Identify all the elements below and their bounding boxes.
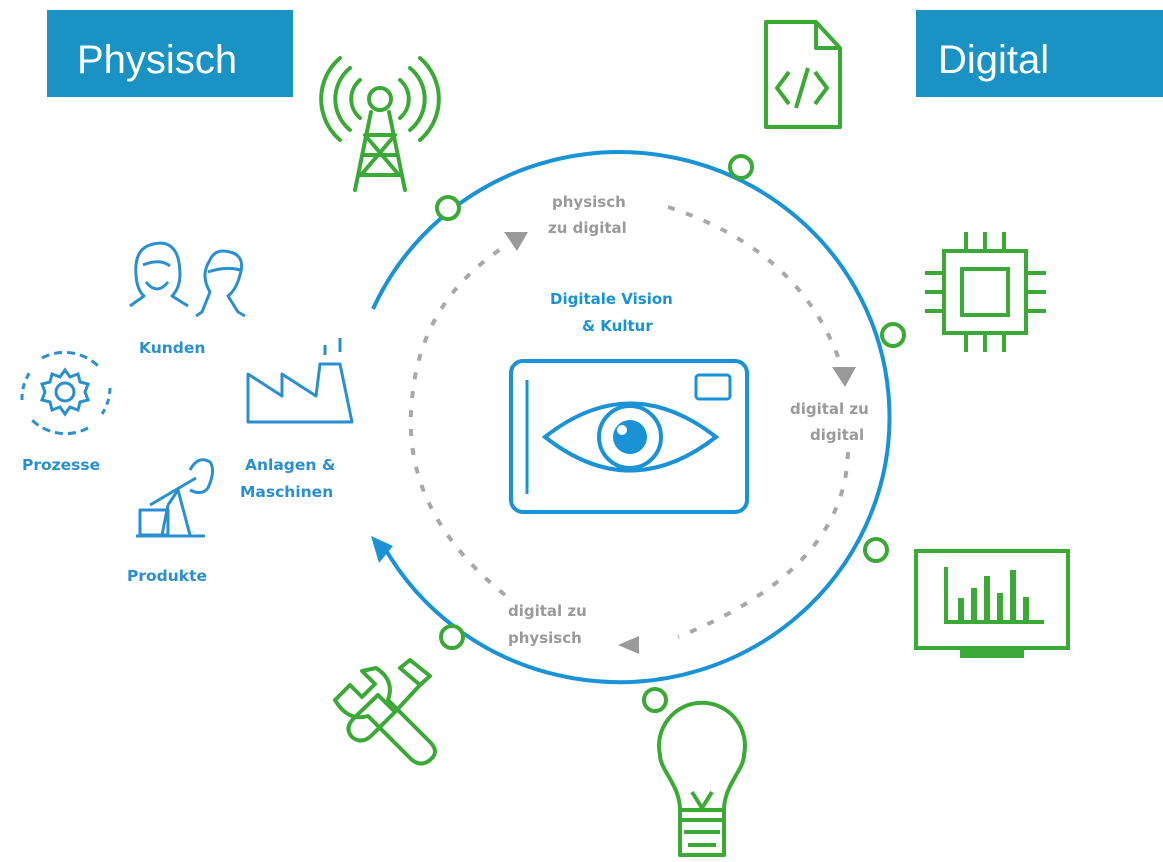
antenna-mast: [353, 110, 407, 192]
process-gear-icon: [20, 350, 112, 436]
label-anlagen-line2: Maschinen: [240, 483, 333, 501]
dashed-arc-right: [677, 451, 850, 639]
antenna-wave-outer-right: [418, 56, 441, 142]
chart-bar: [997, 593, 1003, 620]
dashed-arc-left: [408, 243, 509, 597]
factory-outline: [246, 362, 354, 424]
ring-node: [863, 537, 889, 563]
ring-node: [880, 322, 906, 348]
chart-bar: [958, 598, 964, 620]
process-cycle-bottom: [28, 416, 89, 436]
pump-arm: [149, 476, 197, 507]
ring-arrowhead: [371, 536, 393, 563]
monitor-stand: [960, 646, 1024, 658]
gear-teeth: [40, 367, 90, 417]
antenna-wave-inner-right: [398, 78, 411, 120]
ring-node: [439, 624, 465, 650]
antenna-dot: [367, 86, 393, 112]
eye-outline: [541, 401, 720, 473]
monitor-chart-icon: [914, 549, 1070, 658]
process-cycle-top: [41, 350, 102, 370]
flow-top-line1: physisch: [552, 193, 626, 211]
ring-node: [728, 154, 754, 180]
dashed-arrowheads: [504, 232, 856, 654]
dashed-arc-top-right: [667, 205, 842, 363]
arrowhead-top: [504, 232, 528, 251]
pump-head: [188, 458, 215, 495]
label-kunden: Kunden: [139, 339, 205, 357]
ring-node: [642, 687, 668, 713]
antenna-wave-mid-right: [408, 66, 427, 132]
lightbulb-icon: [657, 700, 747, 857]
oil-pump-icon: [136, 458, 215, 538]
code-file-icon: [764, 20, 842, 129]
gear-hub: [54, 381, 76, 403]
camera-body: [509, 359, 749, 514]
physisch-header: Physisch: [47, 10, 293, 97]
monitor-screen: [914, 549, 1070, 650]
customer-male: [195, 249, 246, 318]
bulb-glass: [657, 700, 747, 812]
center-title-line2: & Kultur: [582, 317, 653, 335]
chip-pins: [925, 232, 1046, 352]
process-cycle-right: [100, 387, 112, 415]
flow-top-line2: zu digital: [548, 219, 627, 237]
flow-bottom-line1: digital zu: [508, 602, 587, 620]
center-title-line1: Digitale Vision: [550, 290, 673, 308]
arrowhead-right: [832, 367, 856, 387]
factory-smoke: [323, 338, 342, 355]
process-cycle-left: [20, 371, 32, 401]
screwdriver: [346, 658, 432, 743]
eye-iris: [597, 404, 663, 470]
eye-glint: [617, 425, 627, 435]
chart-axes: [944, 567, 1044, 624]
wrench: [333, 666, 437, 766]
chip-icon: [925, 232, 1046, 352]
chart-bar: [984, 576, 990, 620]
digital-title: Digital: [938, 38, 1050, 82]
file-fold: [814, 22, 840, 50]
label-prozesse: Prozesse: [22, 456, 100, 474]
camera-flash: [694, 373, 732, 401]
flow-right-line1: digital zu: [790, 400, 869, 418]
chip-body-inner: [960, 267, 1010, 317]
label-produkte: Produkte: [127, 567, 207, 585]
chart-bar: [1023, 597, 1029, 620]
antenna-wave-inner-left: [349, 78, 362, 120]
flow-right-line2: digital: [810, 426, 864, 444]
factory-icon: [246, 338, 354, 424]
physisch-title: Physisch: [77, 38, 238, 82]
file-outline: [764, 20, 842, 129]
chart-bar: [1010, 570, 1016, 620]
chart-bar: [971, 588, 977, 620]
antenna-wave-mid-left: [333, 66, 352, 132]
arrowhead-bottom: [618, 636, 639, 654]
label-anlagen-line1: Anlagen &: [245, 456, 335, 474]
eye-camera-icon: [509, 359, 749, 514]
antenna-wave-outer-left: [319, 56, 342, 142]
flow-bottom-line2: physisch: [508, 629, 582, 647]
ring-nodes: [435, 154, 906, 713]
chart-bars: [958, 570, 1029, 620]
digital-header: Digital: [916, 10, 1163, 97]
antenna-icon: [319, 56, 441, 192]
bulb-base: [678, 810, 726, 857]
inner-dashed-cycle: [408, 205, 850, 639]
customer-female: [129, 241, 189, 308]
ring-node: [435, 195, 461, 221]
bulb-filament: [690, 790, 714, 812]
ring-arc: [371, 150, 892, 685]
eye-pupil: [613, 420, 647, 454]
chip-body-outer: [942, 249, 1028, 335]
customers-icon: [129, 241, 246, 318]
code-brackets: [775, 67, 829, 109]
tools-icon: [333, 658, 437, 766]
